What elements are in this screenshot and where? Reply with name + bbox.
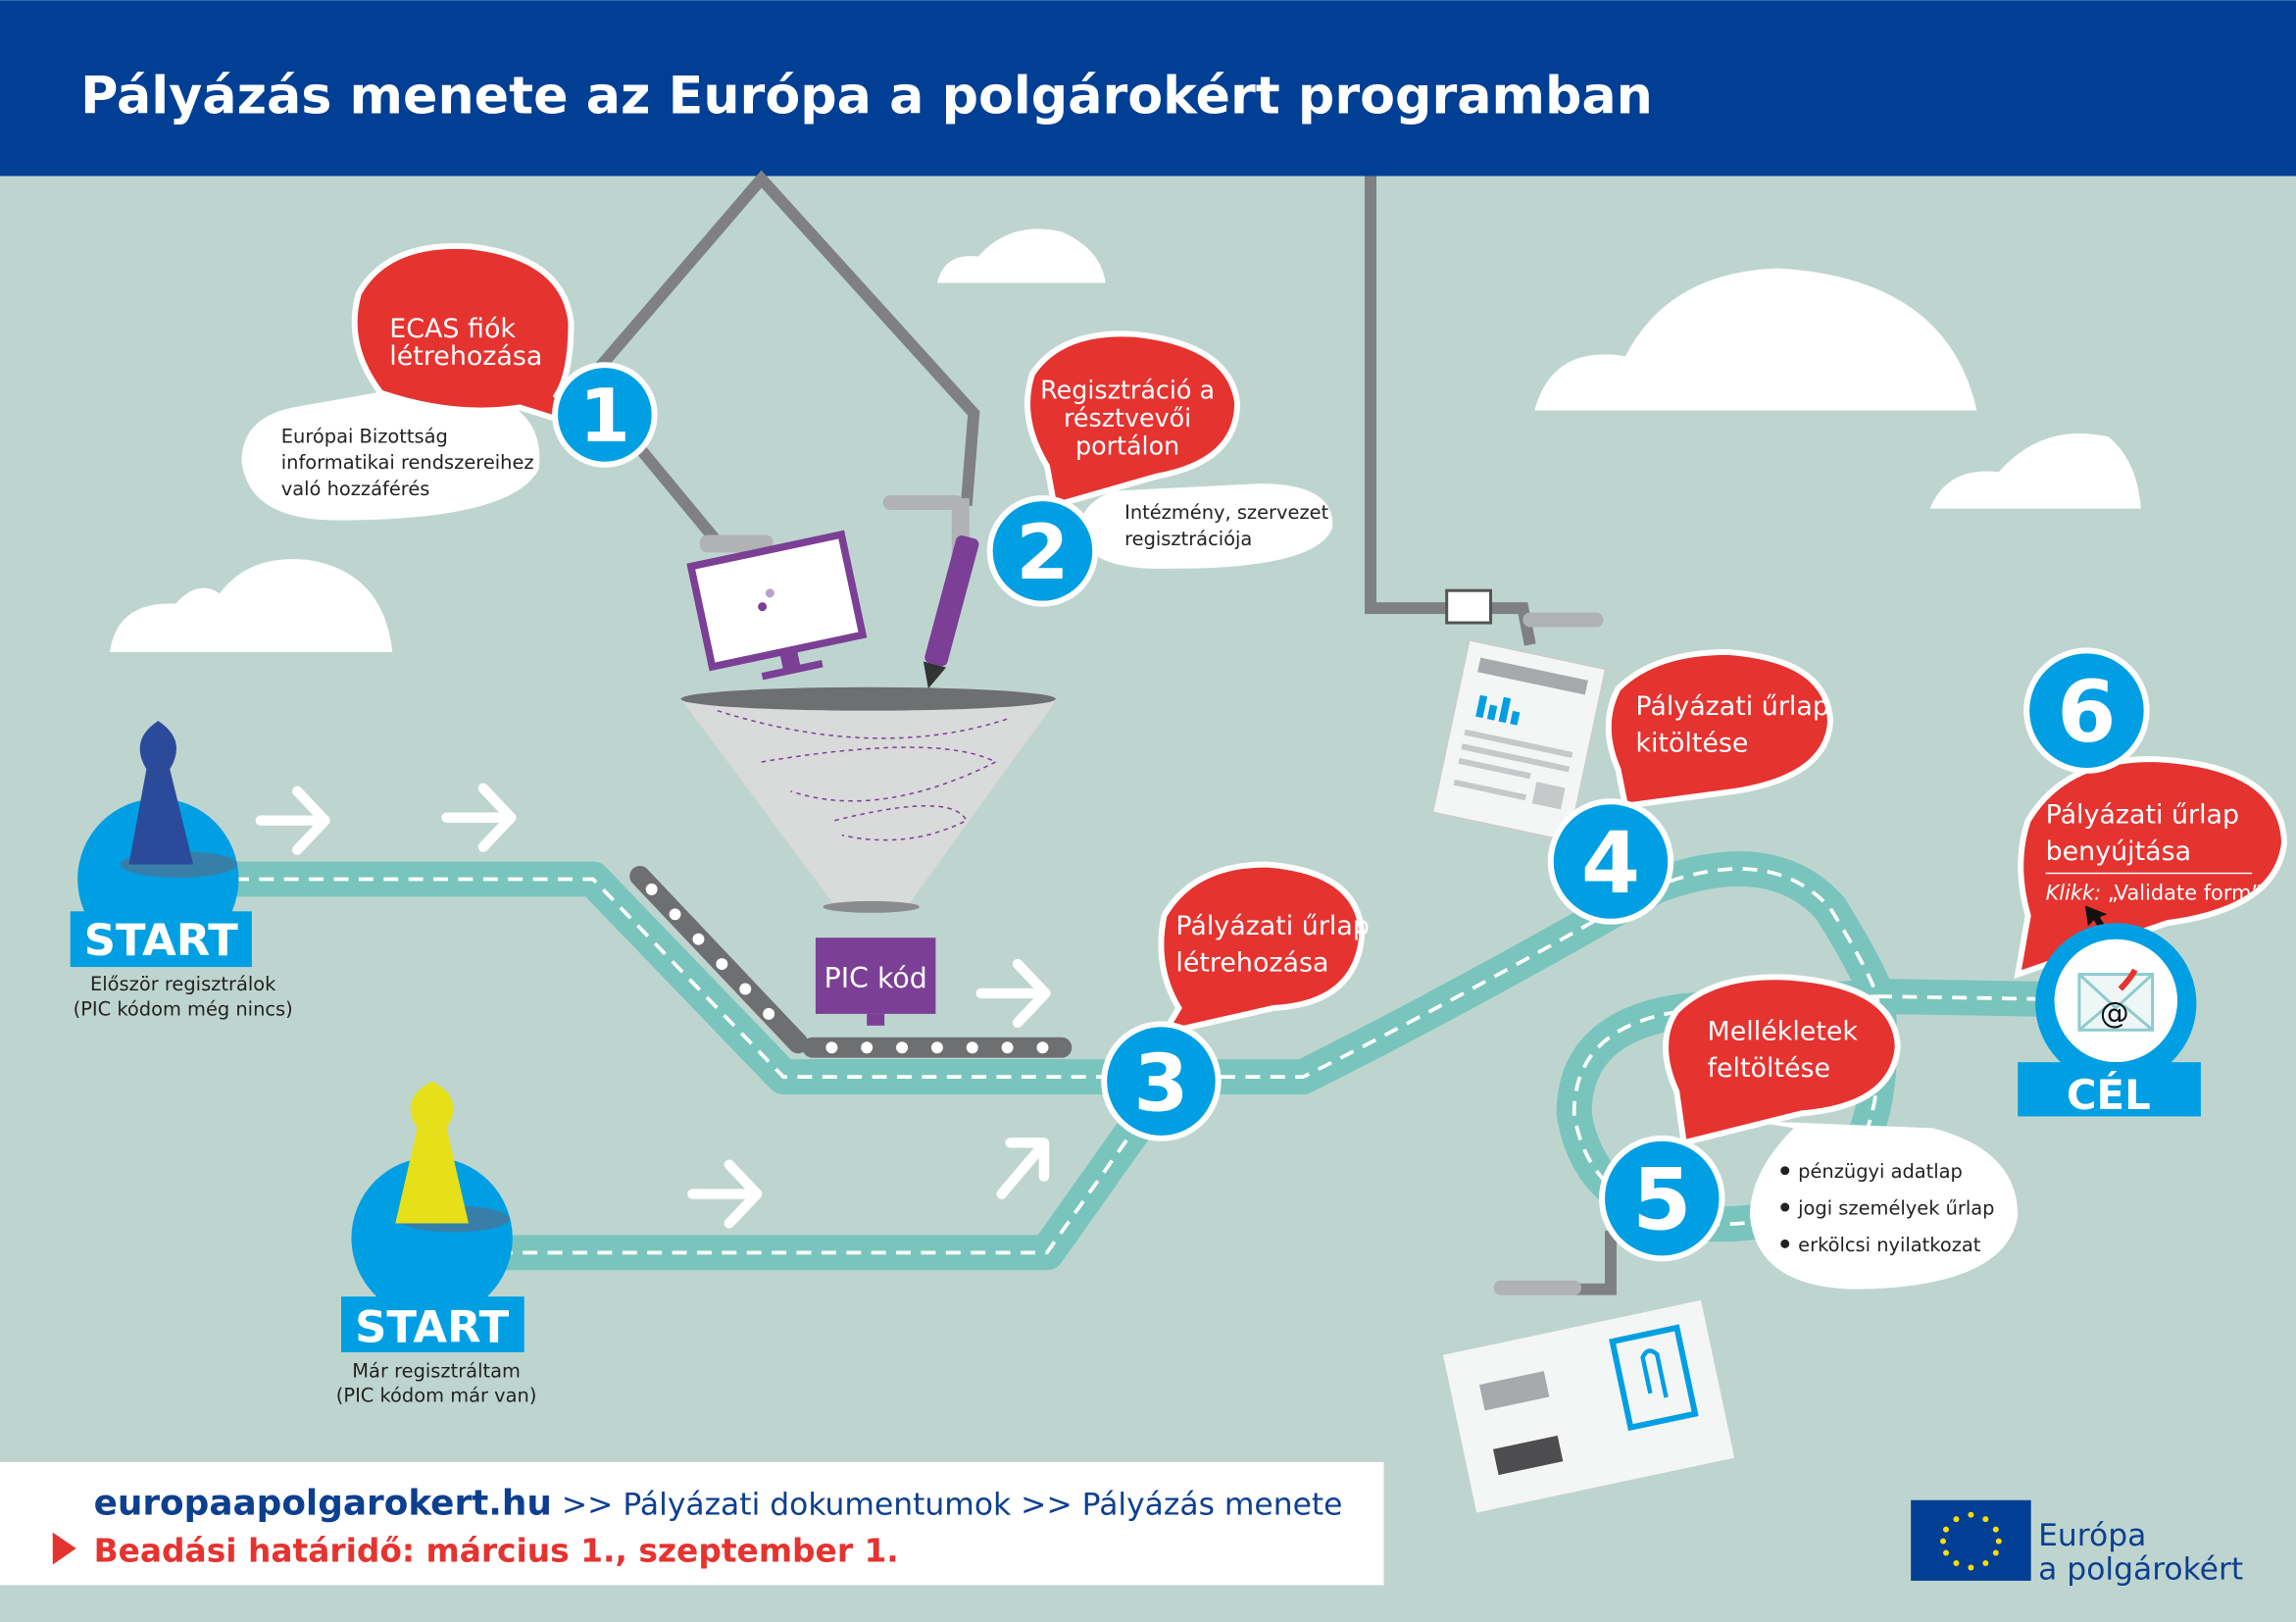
step-5-note-list: pénzügyi adatlap jogi személyek űrlap er… [1780, 1160, 1994, 1256]
step-number-1: 1 [579, 374, 630, 459]
header: Pályázás menete az Európa a polgárokért … [0, 0, 2296, 177]
monitor-icon [686, 530, 868, 681]
start-point-new: START Először regisztrálok(PIC kódom még… [70, 721, 293, 1020]
note-bubbles [241, 383, 2019, 1290]
start-label: START [355, 1300, 509, 1352]
triangle-bullet-icon [52, 1532, 76, 1565]
form-document-icon [1431, 639, 1607, 842]
direction-arrows [255, 783, 1051, 1229]
list-item: jogi személyek űrlap [1797, 1196, 1994, 1219]
cloud [1929, 432, 2141, 509]
logo-text: Európa [2038, 1518, 2146, 1553]
clouds [110, 228, 2141, 652]
conveyor [629, 866, 1073, 1058]
robot-grippers [699, 495, 1604, 1295]
eu-stars-icon [1940, 1511, 2002, 1571]
goal-point: @ CÉL [2018, 923, 2201, 1119]
goal-label: CÉL [2067, 1070, 2151, 1119]
cloud [1534, 268, 1977, 411]
funnel [680, 686, 1058, 913]
step-number-2: 2 [1016, 509, 1069, 597]
deadline-text: Beadási határidő: március 1., szeptember… [94, 1532, 899, 1569]
list-item: pénzügyi adatlap [1798, 1160, 1963, 1183]
footer-breadcrumb[interactable]: europaapolgarokert.hu >> Pályázati dokum… [94, 1484, 1343, 1524]
start-point-registered: START Már regisztráltam(PIC kódom már va… [336, 1081, 537, 1407]
step-numbers [552, 362, 2150, 1262]
step-number-4: 4 [1581, 815, 1640, 913]
pen-icon [923, 534, 979, 689]
step-bubbles [351, 242, 2288, 1147]
attachment-document-icon [1443, 1299, 1735, 1513]
cloud [936, 228, 1106, 283]
start-caption: Először regisztrálok(PIC kódom még nincs… [74, 973, 293, 1020]
pawn-icon [395, 1081, 469, 1224]
step-6-click-instruction: Klikk: „Validate form” [2046, 881, 2263, 904]
pic-code-box: PIC kód [815, 938, 936, 1026]
footer-box: europaapolgarokert.hu >> Pályázati dokum… [0, 1461, 1384, 1586]
step-number-5: 5 [1632, 1151, 1691, 1249]
step-number-6: 6 [2057, 664, 2116, 762]
pic-code-label: PIC kód [824, 962, 927, 994]
pawn-icon [128, 721, 194, 865]
eu-logo: Európa a polgárokért [1911, 1499, 2243, 1587]
svg-text:@: @ [2100, 996, 2129, 1031]
step-number-3: 3 [1133, 1038, 1188, 1130]
start-label: START [84, 914, 238, 966]
cloud [110, 559, 393, 652]
logo-text: a polgárokért [2038, 1551, 2243, 1587]
email-at-icon: @ [2077, 968, 2155, 1032]
page-title: Pályázás menete az Európa a polgárokért … [80, 66, 1653, 126]
list-item: erkölcsi nyilatkozat [1798, 1234, 1981, 1256]
start-caption: Már regisztráltam(PIC kódom már van) [336, 1359, 537, 1406]
